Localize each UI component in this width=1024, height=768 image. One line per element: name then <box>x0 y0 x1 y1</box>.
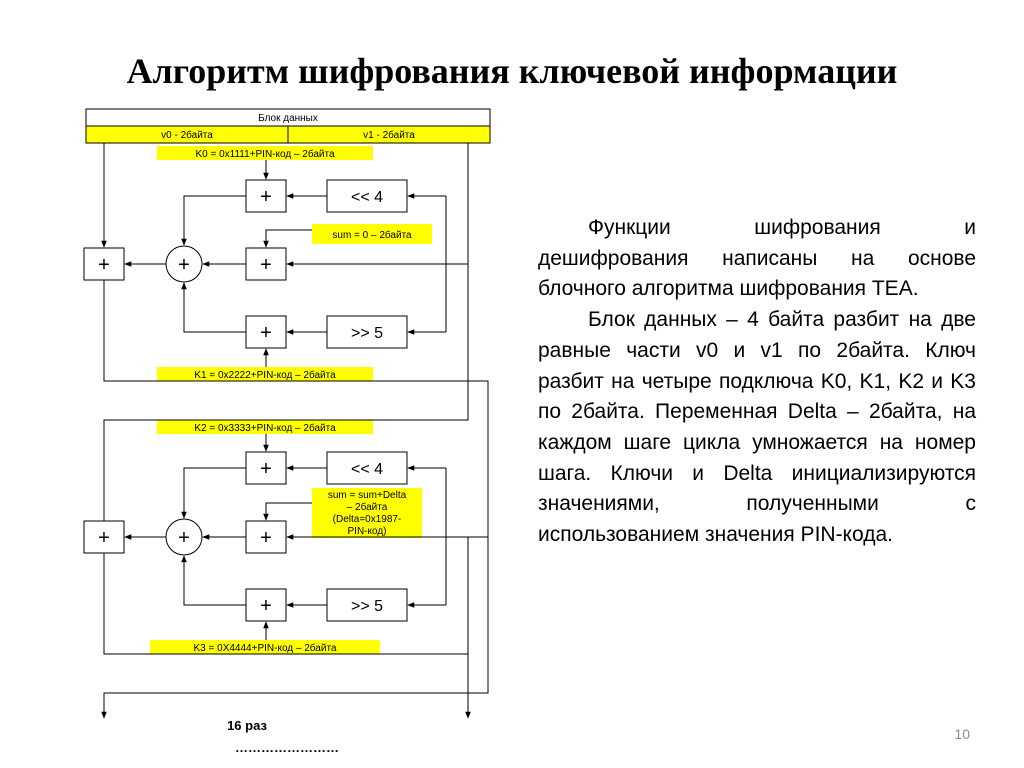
sum-delta-box: sum = sum+Delta – 2байта (Delta=0x1987- … <box>312 488 422 538</box>
shift-left-box <box>326 451 408 485</box>
adder-box <box>245 588 287 622</box>
shift-left-label: << 4 <box>351 189 383 206</box>
k2-label-box: K2 = 0x3333+PIN-код – 2байта <box>157 420 373 434</box>
v0-field: v0 - 2байта <box>85 125 289 144</box>
adder-box <box>245 315 287 349</box>
plus-symbol: + <box>260 458 272 480</box>
description-text: Функции шифрования и дешифрования написа… <box>538 213 976 551</box>
k1-label: K1 = 0x2222+PIN-код – 2байта <box>194 369 336 381</box>
plus-symbol: + <box>260 322 272 344</box>
plus-symbol: + <box>260 186 272 208</box>
v0-label: v0 - 2байта <box>161 129 213 141</box>
plus-symbol: + <box>260 595 272 617</box>
shift-left-label: << 4 <box>351 461 383 478</box>
continuation-dots: …………………… <box>235 740 339 755</box>
k3-label: K3 = 0X4444+PIN-код – 2байта <box>194 642 337 654</box>
plus-symbol: + <box>98 254 110 276</box>
repeat-label: 16 раз <box>227 718 267 733</box>
round-2: + << 4 + + >> 5 + + <box>83 434 488 719</box>
data-block-header: Блок данных <box>85 108 491 127</box>
k0-label: K0 = 0x1111+PIN-код – 2байта <box>195 148 335 160</box>
description-paragraph-1: Функции шифрования и дешифрования написа… <box>538 216 976 301</box>
k3-label-box: K3 = 0X4444+PIN-код – 2байта <box>150 640 380 654</box>
k1-label-box: K1 = 0x2222+PIN-код – 2байта <box>157 367 373 381</box>
v1-field: v1 - 2байта <box>287 125 491 144</box>
plus-symbol: + <box>98 527 110 549</box>
plus-symbol: + <box>178 527 190 549</box>
sum-delta-line-3: (Delta=0x1987- <box>333 514 402 525</box>
sum-delta-line-2: – 2байта <box>347 501 388 513</box>
adder-box <box>83 247 125 281</box>
data-block-label: Блок данных <box>258 113 318 124</box>
adder-box <box>245 247 287 281</box>
v1-label: v1 - 2байта <box>363 129 415 141</box>
sum-delta-line-1: sum = sum+Delta <box>328 490 407 501</box>
shift-right-box <box>326 315 408 349</box>
k0-label-box: K0 = 0x1111+PIN-код – 2байта <box>157 146 373 160</box>
slide-title: Алгоритм шифрования ключевой информации <box>126 51 898 91</box>
shift-right-label: >> 5 <box>351 598 383 615</box>
shift-left-box <box>326 179 408 213</box>
plus-symbol: + <box>260 527 272 549</box>
k2-label: K2 = 0x3333+PIN-код – 2байта <box>194 422 336 434</box>
description-paragraph-2: Блок данных – 4 байта разбит на две равн… <box>538 308 976 547</box>
plus-symbol: + <box>260 254 272 276</box>
shift-right-label: >> 5 <box>351 325 383 342</box>
sum-init-box: sum = 0 – 2байта <box>312 224 432 244</box>
plus-symbol: + <box>178 254 190 276</box>
sum-delta-line-4: PIN-код) <box>348 526 387 537</box>
page-number: 10 <box>954 726 970 742</box>
sum-init-label: sum = 0 – 2байта <box>332 229 412 241</box>
